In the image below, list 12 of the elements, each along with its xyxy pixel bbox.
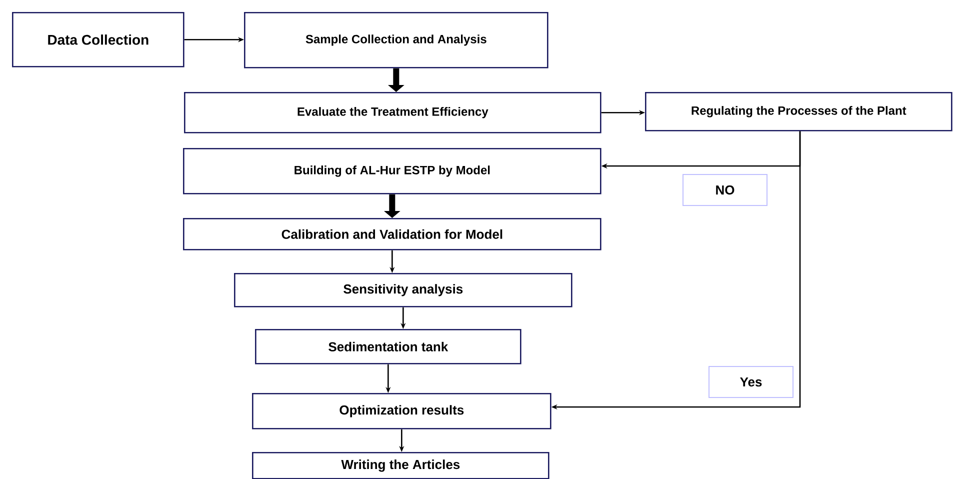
process-box: Calibration and Validation for Model <box>183 218 602 250</box>
process-box: Sensitivity analysis <box>234 273 572 308</box>
edge-label: Yes <box>708 366 794 398</box>
process-box: Regulating the Processes of the Plant <box>645 92 952 132</box>
process-box: Building of AL-Hur ESTP by Model <box>183 148 602 194</box>
process-box: Optimization results <box>252 393 552 430</box>
edge-label: NO <box>682 174 768 206</box>
process-box: Evaluate the Treatment Efficiency <box>184 92 602 134</box>
process-box: Sample Collection and Analysis <box>244 12 548 68</box>
process-box: Writing the Articles <box>252 452 550 479</box>
process-box: Sedimentation tank <box>255 329 522 364</box>
process-box: Data Collection <box>12 12 184 68</box>
